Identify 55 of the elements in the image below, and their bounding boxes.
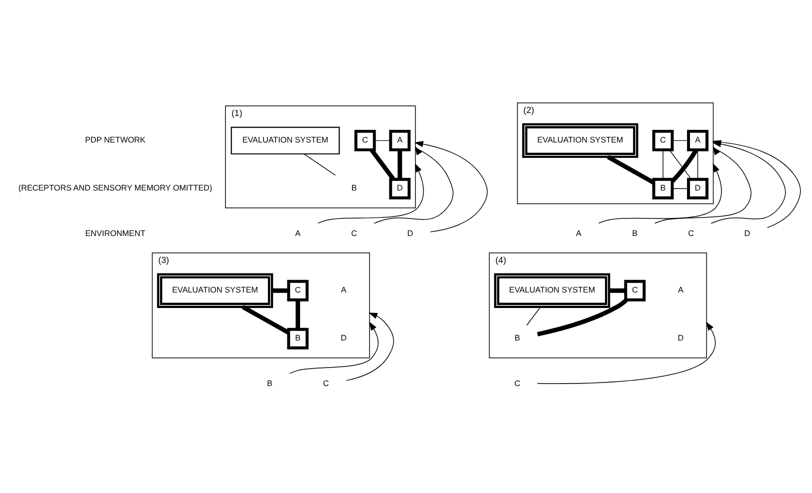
connector	[662, 148, 664, 179]
arrow	[346, 312, 394, 380]
node-text: B	[514, 333, 520, 342]
arrow	[318, 162, 424, 224]
connector	[242, 304, 290, 334]
label: D	[678, 333, 684, 342]
node-text: D	[407, 228, 414, 238]
node-text: D	[744, 228, 750, 238]
node-text: C	[323, 378, 329, 388]
connector	[609, 288, 626, 292]
connector	[296, 299, 300, 329]
arrow	[654, 146, 752, 224]
label: ENVIRONMENT	[85, 228, 146, 238]
connector	[272, 288, 288, 292]
connector	[670, 148, 698, 182]
node-text: C	[514, 378, 520, 388]
arrow	[374, 146, 454, 224]
node-box: D	[687, 177, 708, 199]
node-text: A	[295, 228, 301, 238]
node-box: EVALUATION SYSTEM	[157, 272, 274, 308]
arrow	[414, 140, 488, 232]
connector	[526, 306, 541, 326]
connector	[304, 153, 336, 176]
node-box: A	[389, 129, 411, 151]
node-text: B	[351, 183, 357, 192]
node-box: C	[354, 129, 376, 151]
connector	[669, 148, 692, 179]
label: PDP NETWORK	[85, 135, 146, 144]
node-box: EVALUATION SYSTEM	[522, 122, 638, 158]
node-box: EVALUATION SYSTEM	[494, 272, 610, 308]
label: D	[340, 333, 347, 342]
node-box: C	[287, 279, 309, 301]
node-text: C	[351, 228, 357, 238]
arrow	[289, 321, 379, 374]
node-text: C	[688, 228, 694, 238]
connector	[606, 154, 655, 184]
connector	[370, 148, 396, 180]
label: (RECEPTORS AND SENSORY MEMORY OMITTED)	[18, 183, 212, 192]
connector	[537, 298, 628, 336]
node-text: A	[576, 228, 582, 238]
node-box: EVALUATION SYSTEM	[230, 126, 340, 154]
label: A	[678, 285, 684, 294]
node-box: C	[624, 279, 646, 301]
node-box: B	[652, 177, 674, 199]
node-box: B	[287, 327, 309, 349]
node-box: D	[389, 177, 411, 199]
node-box: C	[652, 129, 674, 151]
node-text: B	[267, 378, 272, 388]
arrow	[536, 321, 716, 384]
arrow	[598, 162, 722, 223]
connector	[697, 148, 698, 179]
label: A	[340, 285, 346, 294]
node-box: A	[687, 129, 708, 151]
connector	[398, 149, 402, 179]
node-text: B	[632, 228, 638, 238]
